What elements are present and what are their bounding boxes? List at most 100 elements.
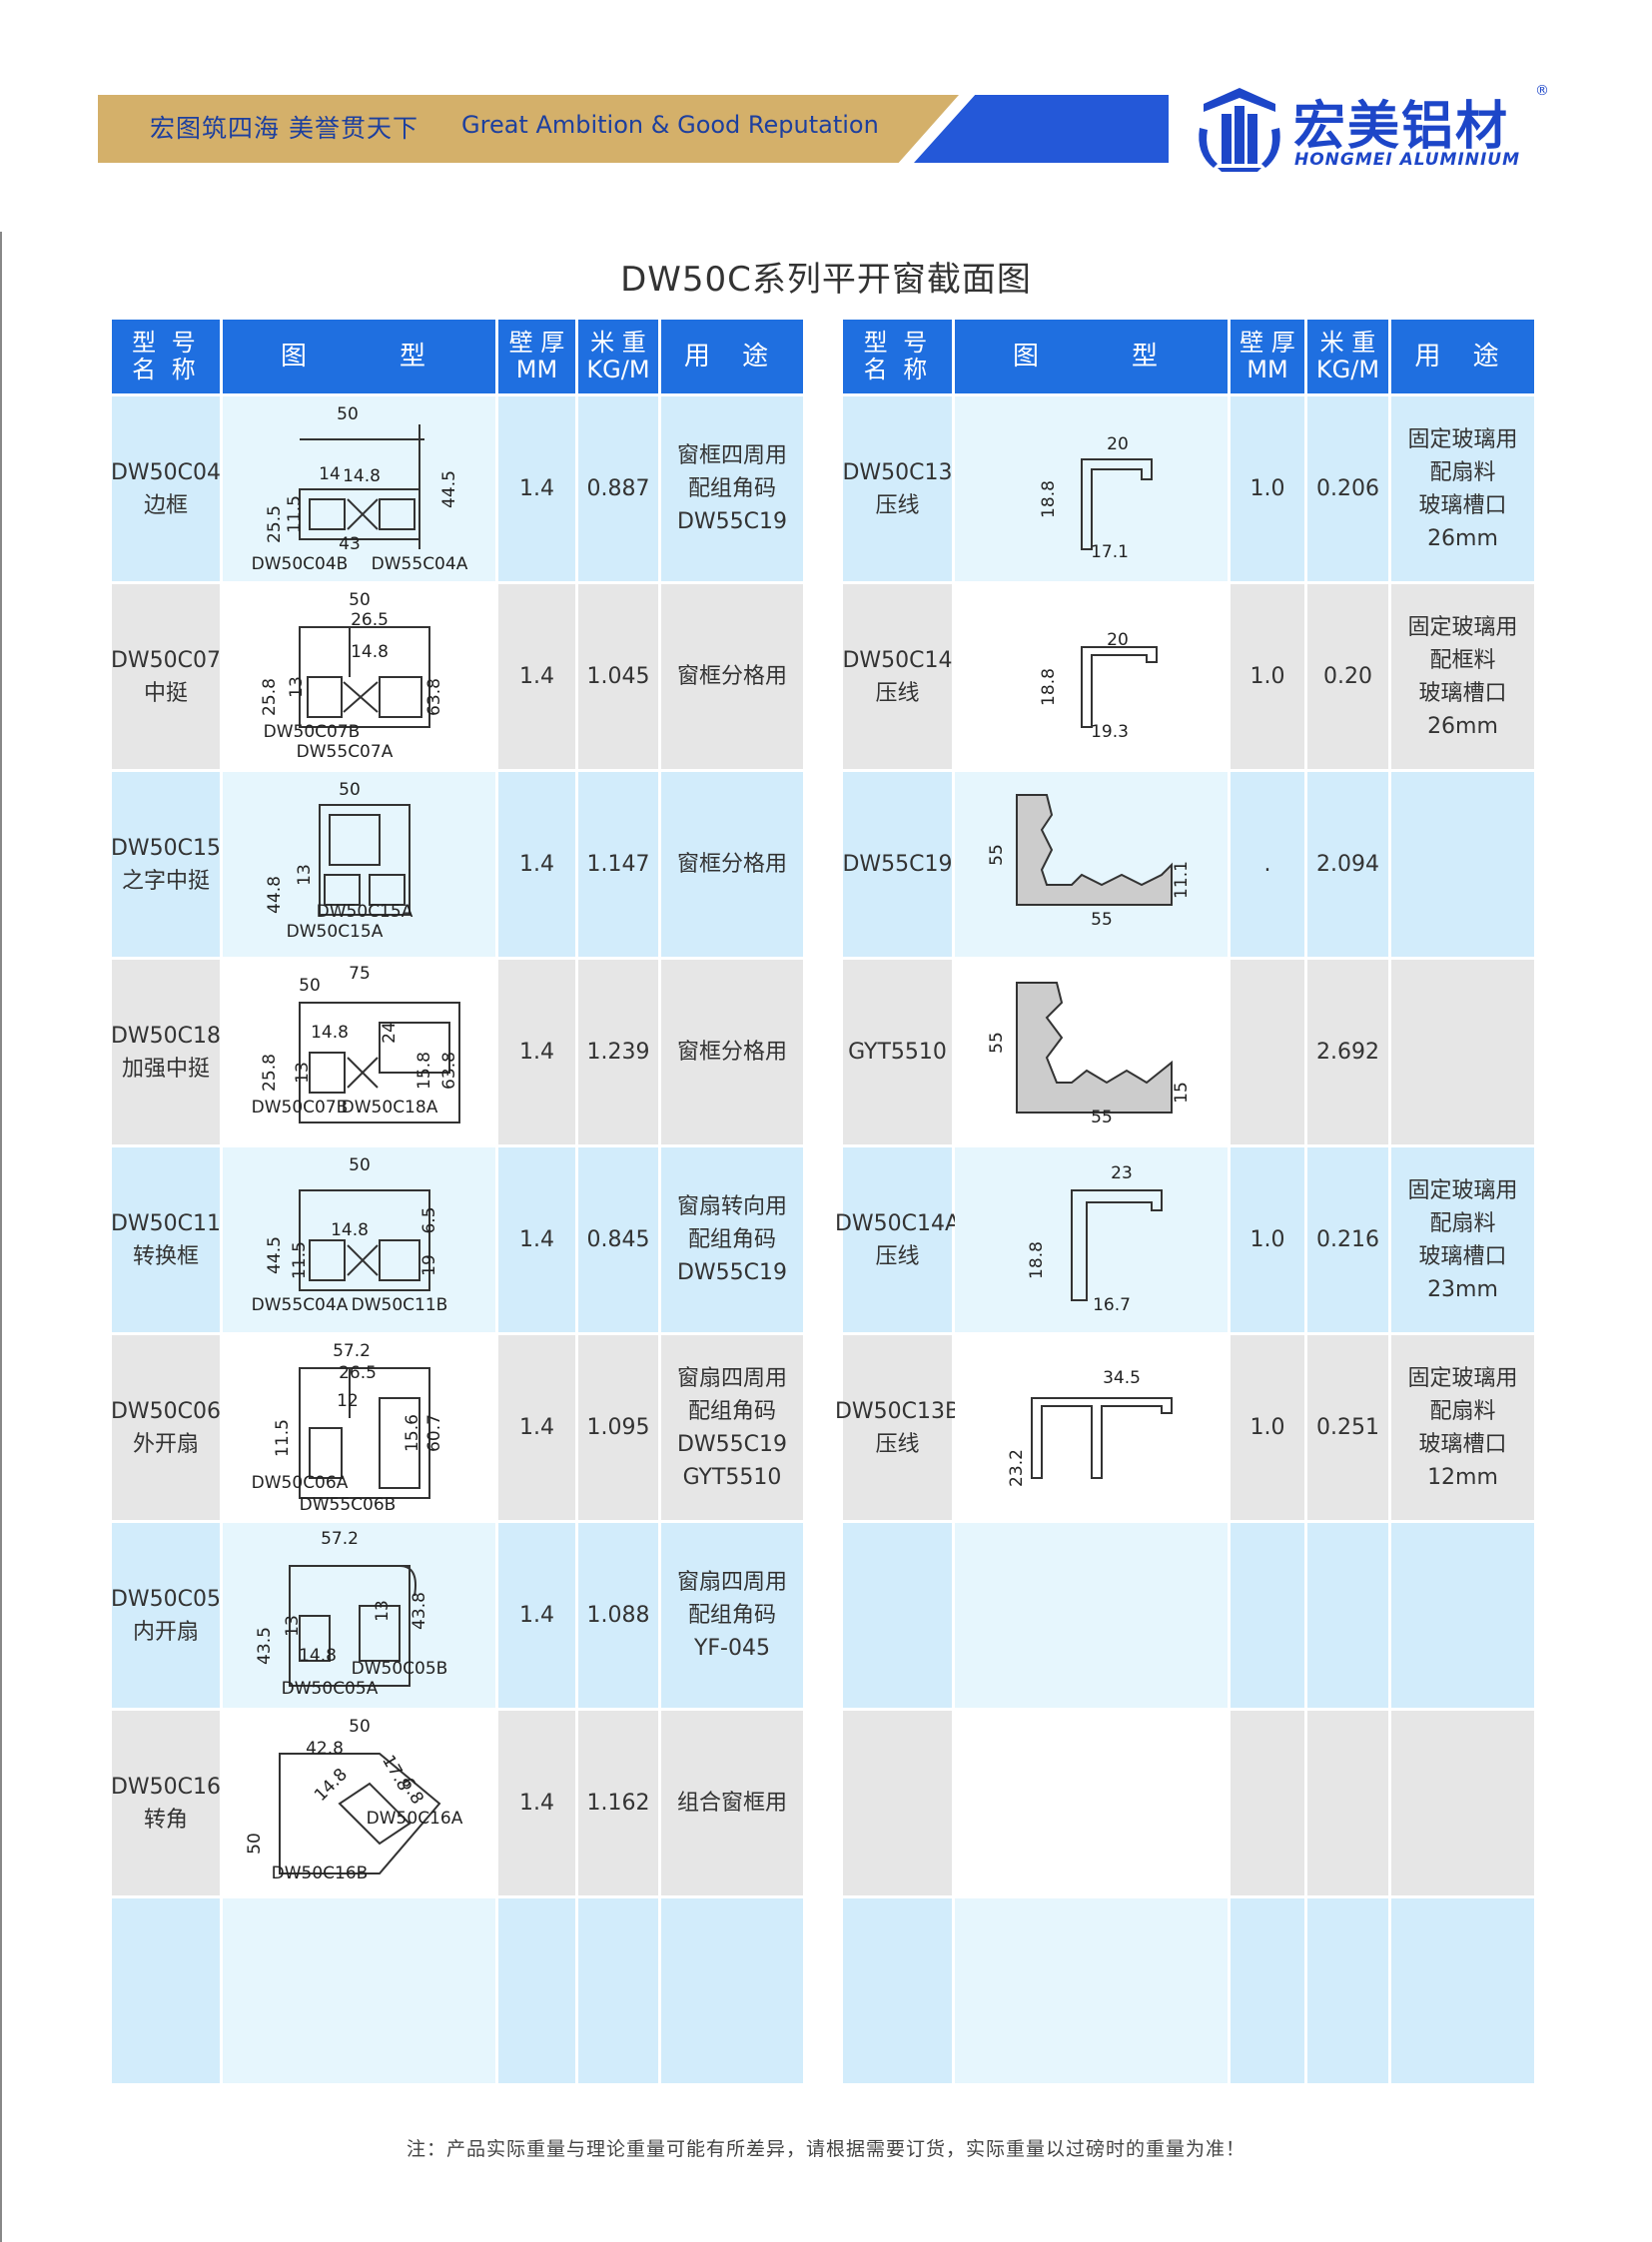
registered-mark: ® (1535, 83, 1549, 99)
usage-cell: 窗扇四周用 配组角码 DW55C19 GYT5510 (661, 1335, 803, 1520)
dimension-label: 14.8 (331, 1220, 369, 1240)
dimension-label: 25.5 (265, 505, 285, 543)
usage-cell: 窗扇四周用 配组角码 YF-045 (661, 1523, 803, 1708)
dimension-label: 15 (1172, 1082, 1192, 1104)
thickness-cell: 1.4 (498, 1147, 575, 1332)
left-profile-table: 型 号 名 称 图 型 壁 厚 MM 米 重 KG/M 用 途 DW50C04 … (111, 320, 803, 2083)
usage-cell (1391, 1898, 1534, 2083)
thickness-cell: 1.0 (1231, 1335, 1304, 1520)
thickness-cell (1231, 1711, 1304, 1895)
weight-cell: 1.147 (578, 772, 658, 957)
thickness-cell (1231, 1898, 1304, 2083)
header-blue-stripe (914, 95, 1169, 163)
dimension-label: 18.8 (1039, 668, 1059, 706)
header-thickness: 壁 厚 MM (498, 320, 575, 393)
brand-logo-icon (1199, 88, 1280, 172)
dimension-label: 13 (293, 1062, 313, 1084)
dimension-label: 24 (380, 1022, 400, 1044)
figure-cell (955, 1711, 1228, 1895)
dimension-label: 23 (1111, 1163, 1133, 1183)
dimension-label: 19 (419, 1254, 439, 1276)
page-title: DW50C系列平开窗截面图 (620, 260, 1032, 300)
model-cell (843, 1523, 952, 1708)
weight-cell: 1.095 (578, 1335, 658, 1520)
weight-cell (1307, 1711, 1388, 1895)
usage-cell (1391, 960, 1534, 1144)
weight-cell: 0.206 (1307, 396, 1388, 581)
model-cell: DW50C13 压线 (842, 396, 953, 581)
model-cell: DW50C04 边框 (111, 396, 221, 581)
dimension-label: 12 (337, 1391, 359, 1411)
dimension-label: 23.2 (1007, 1449, 1027, 1487)
dimension-label: 13 (283, 1615, 303, 1637)
header-banner (98, 95, 959, 163)
usage-cell (1391, 1523, 1534, 1708)
part-code-label: DW50C11B (351, 1295, 447, 1315)
model-cell: DW50C16 转角 (111, 1711, 221, 1895)
weight-cell: 1.162 (578, 1711, 658, 1895)
dimension-label: 26.5 (351, 610, 389, 630)
header-weight: 米 重 KG/M (578, 320, 658, 393)
weight-cell: 0.251 (1307, 1335, 1388, 1520)
weight-cell: 0.887 (578, 396, 658, 581)
usage-cell: 固定玻璃用 配扇料 玻璃槽口 23mm (1391, 1147, 1534, 1332)
dimension-label: 19.3 (1091, 722, 1129, 742)
dimension-label: 55 (987, 1032, 1007, 1054)
dimension-label: 13 (373, 1600, 393, 1622)
thickness-cell: 1.4 (498, 1335, 575, 1520)
thickness-cell: 1.4 (498, 960, 575, 1144)
header-usage: 用 途 (1391, 320, 1534, 393)
weight-cell (1307, 1898, 1388, 2083)
usage-cell: 组合窗框用 (661, 1711, 803, 1895)
usage-cell (1391, 772, 1534, 957)
dimension-label: 50 (337, 404, 359, 424)
model-cell: DW50C13B 压线 (835, 1335, 960, 1520)
dimension-label: 13 (295, 864, 315, 886)
thickness-cell: 1.4 (498, 772, 575, 957)
weight-cell: 0.20 (1307, 584, 1388, 769)
dimension-label: 15.8 (414, 1052, 434, 1090)
dimension-label: 11.5 (285, 495, 305, 533)
slogan-chinese: 宏图筑四海 美誉贯天下 (150, 114, 418, 143)
dimension-label: 75 (349, 964, 371, 984)
dimension-label: 63.8 (439, 1052, 459, 1090)
usage-cell: 窗框四周用 配组角码 DW55C19 (661, 396, 803, 581)
part-code-label: DW50C06A (251, 1473, 348, 1493)
model-cell: DW55C19 (842, 772, 953, 957)
thickness-cell: 1.4 (498, 584, 575, 769)
weight-cell: 2.692 (1307, 960, 1388, 1144)
thickness-cell: 1.0 (1231, 396, 1304, 581)
model-cell: DW50C06 外开扇 (111, 1335, 221, 1520)
dimension-label: 16.7 (1093, 1295, 1131, 1315)
model-cell (843, 1898, 952, 2083)
usage-cell: 窗框分格用 (661, 584, 803, 769)
header-model: 型 号 名 称 (112, 320, 220, 393)
weight-cell: 1.045 (578, 584, 658, 769)
dimension-label: 50 (339, 780, 361, 800)
dimension-label: 14.8 (299, 1646, 337, 1666)
profile-section-drawing: 34.523.2 (1007, 1368, 1173, 1487)
header-weight: 米 重 KG/M (1307, 320, 1388, 393)
figure-cell (223, 1898, 495, 2083)
thickness-cell: 1.0 (1231, 584, 1304, 769)
dimension-label: 17.1 (1091, 542, 1129, 562)
thickness-cell: 1.4 (498, 1523, 575, 1708)
part-code-label: DW50C07B (251, 1098, 348, 1118)
figure-cell (955, 1898, 1228, 2083)
